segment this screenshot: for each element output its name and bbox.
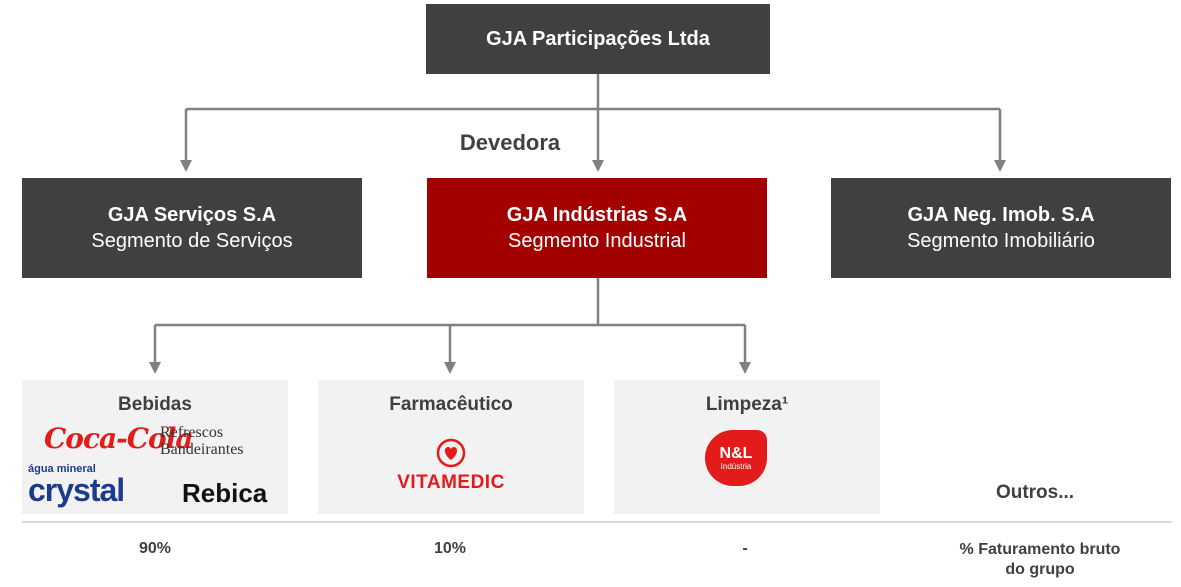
share-farmaceutico: 10% — [433, 540, 467, 557]
share-limpeza: - — [742, 540, 748, 557]
subsidiary-servicos-box: GJA Serviços S.A Segmento de Serviços — [22, 178, 362, 278]
vitamedic-logo: VITAMEDIC — [397, 472, 505, 493]
industria-text: Indústria — [720, 462, 752, 471]
segment-title-farmaceutico: Farmacêutico — [389, 394, 513, 415]
nl-text: N&L — [719, 445, 753, 462]
subsidiary-industrias-segment: Segmento Industrial — [508, 230, 686, 252]
coca-cola-logo: Coca-Cola — [44, 422, 194, 455]
segment-card-bebidas: Bebidas Coca-Cola Refrescos Bandeirantes… — [22, 380, 288, 514]
segment-card-farmaceutico: Farmacêutico VITAMEDIC — [318, 380, 584, 514]
subsidiary-industrias-box: GJA Indústrias S.A Segmento Industrial — [427, 178, 767, 278]
vitamedic-heart-icon — [436, 438, 466, 468]
share-caption-line1: % Faturamento bruto — [959, 541, 1121, 558]
segment-title-limpeza: Limpeza¹ — [705, 394, 789, 415]
subsidiary-servicos-title: GJA Serviços S.A — [107, 204, 277, 226]
share-caption-line2: do grupo — [1005, 561, 1075, 578]
crystal-text: crystal — [28, 472, 125, 508]
debtor-label: Devedora — [459, 130, 561, 155]
refrescos-bandeirantes-logo: Refrescos Bandeirantes — [160, 424, 244, 458]
subsidiary-servicos-segment: Segmento de Serviços — [91, 230, 293, 252]
subsidiary-imob-segment: Segmento Imobiliário — [907, 230, 1095, 252]
nl-industria-logo: N&L Indústria — [705, 430, 767, 486]
segment-title-bebidas: Bebidas — [118, 394, 192, 415]
agua-mineral-text: água mineral — [28, 463, 96, 475]
refrescos-text: Refrescos — [160, 424, 224, 441]
others-label: Outros... — [995, 482, 1075, 503]
crystal-logo: água mineral crystal — [28, 463, 125, 508]
share-bebidas: 90% — [138, 540, 172, 557]
subsidiary-industrias-title: GJA Indústrias S.A — [506, 204, 688, 226]
subsidiary-imob-box: GJA Neg. Imob. S.A Segmento Imobiliário — [831, 178, 1171, 278]
divider-line — [22, 521, 1172, 523]
root-title: GJA Participações Ltda — [486, 28, 710, 50]
share-caption: % Faturamento bruto do grupo — [920, 540, 1160, 580]
rebica-logo: Rebica — [182, 478, 268, 508]
bandeirantes-text: Bandeirantes — [160, 441, 244, 458]
root-box: GJA Participações Ltda — [426, 4, 770, 74]
subsidiary-imob-title: GJA Neg. Imob. S.A — [907, 204, 1095, 226]
segment-card-limpeza: Limpeza¹ N&L Indústria — [614, 380, 880, 514]
